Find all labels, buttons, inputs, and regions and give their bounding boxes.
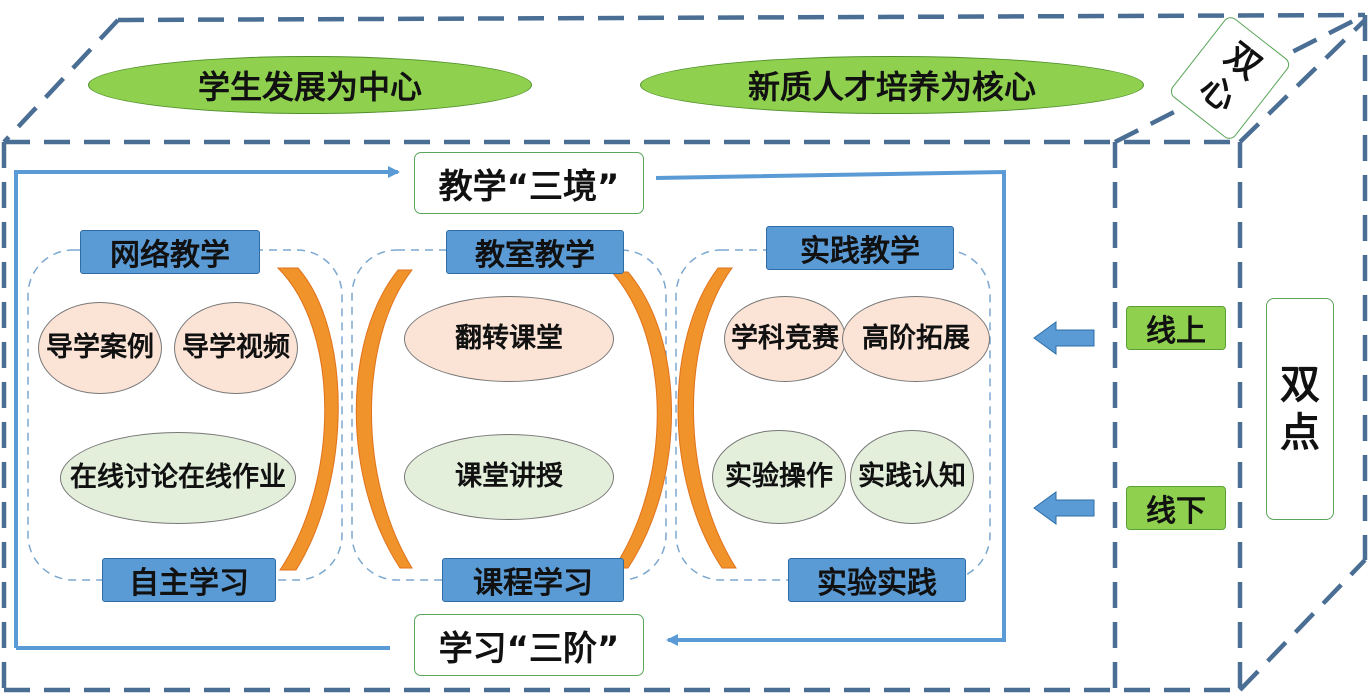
online-tag: 线上 bbox=[1126, 306, 1226, 350]
advanced-extension-line-1: 高阶 bbox=[862, 323, 916, 355]
experiment-operation-oval: 实验 操作 bbox=[712, 430, 846, 524]
practice-cognition-line-1: 实践 bbox=[858, 461, 912, 493]
online-discussion-line-2: 在线作业 bbox=[178, 462, 286, 494]
panel-practice-footer: 实验实践 bbox=[788, 558, 966, 602]
guided-video-line-1: 导学 bbox=[182, 332, 236, 364]
panel-classroom-footer: 课程学习 bbox=[442, 558, 624, 602]
panel-practice-title: 实践教学 bbox=[766, 226, 954, 270]
guided-case-line-1: 导学 bbox=[46, 332, 100, 364]
competition-line-2: 竞赛 bbox=[785, 323, 839, 355]
guided-case-oval: 导学 案例 bbox=[38, 302, 162, 394]
advanced-extension-line-2: 拓展 bbox=[916, 323, 970, 355]
panel-network-footer: 自主学习 bbox=[102, 558, 276, 602]
practice-cognition-oval: 实践 认知 bbox=[850, 430, 974, 524]
teaching-three-scenes: 教学“三境” bbox=[414, 152, 644, 214]
online-discussion-oval: 在线讨论 在线作业 bbox=[60, 432, 296, 524]
online-discussion-line-1: 在线讨论 bbox=[70, 462, 178, 494]
flipped-classroom-oval: 翻转课堂 bbox=[404, 296, 614, 382]
double-point-char-1: 双 bbox=[1280, 362, 1320, 408]
guided-case-line-2: 案例 bbox=[100, 332, 154, 364]
competition-line-1: 学科 bbox=[731, 323, 785, 355]
lecture-oval: 课堂讲授 bbox=[404, 434, 614, 520]
advanced-extension-oval: 高阶 拓展 bbox=[842, 296, 990, 382]
offline-tag: 线下 bbox=[1126, 486, 1226, 530]
panel-network-title: 网络教学 bbox=[80, 230, 260, 274]
learning-three-stages: 学习“三阶” bbox=[414, 614, 644, 676]
guided-video-oval: 导学 视频 bbox=[174, 302, 298, 394]
experiment-operation-line-1: 实验 bbox=[725, 461, 779, 493]
orange-brackets bbox=[276, 267, 737, 571]
practice-cognition-line-2: 认知 bbox=[912, 461, 966, 493]
channel-arrows bbox=[1033, 321, 1095, 525]
competition-oval: 学科 竞赛 bbox=[724, 296, 846, 382]
goal-new-talent-cultivation: 新质人才培养为核心 bbox=[640, 56, 1144, 114]
goal-student-development: 学生发展为中心 bbox=[88, 56, 532, 114]
double-point-char-2: 点 bbox=[1280, 410, 1320, 456]
double-point-label: 双 点 bbox=[1266, 298, 1334, 520]
guided-video-line-2: 视频 bbox=[236, 332, 290, 364]
flipped-classroom-line-1: 翻转课堂 bbox=[455, 323, 563, 355]
experiment-operation-line-2: 操作 bbox=[779, 461, 833, 493]
panel-classroom-title: 教室教学 bbox=[446, 230, 624, 274]
flow-loop bbox=[14, 166, 1006, 650]
lecture-line-1: 课堂讲授 bbox=[455, 461, 563, 493]
